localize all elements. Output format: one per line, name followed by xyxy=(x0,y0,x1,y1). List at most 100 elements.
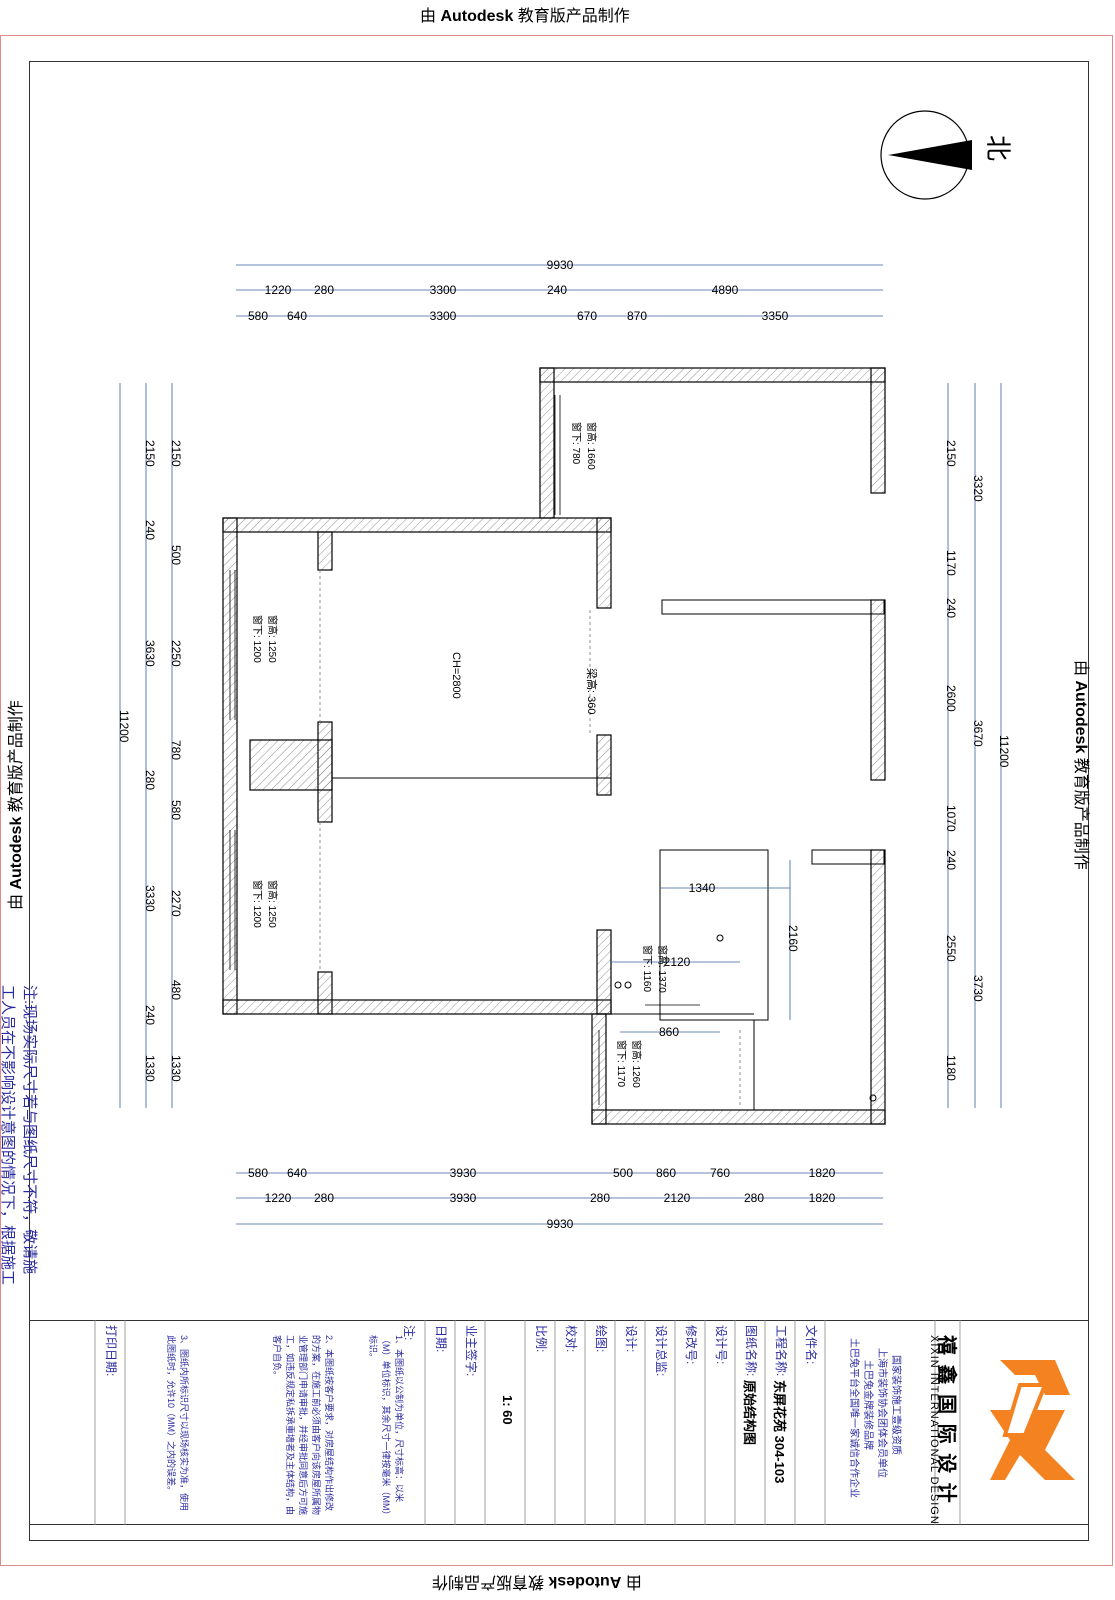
wall-north-right xyxy=(539,367,886,383)
project-label: 工程名称: xyxy=(774,1325,788,1377)
revision-label: 修改号: xyxy=(684,1325,698,1365)
window-sill-label: 窗下: 1200 xyxy=(251,880,262,928)
wall-south-right xyxy=(591,1109,886,1125)
dim-top-r3: 3350 xyxy=(762,309,789,323)
designer-no-label: 设计号: xyxy=(714,1325,728,1365)
drawing-name-value: 原始结构图 xyxy=(742,1380,757,1446)
window-height-label: 窗高: 1660 xyxy=(585,422,596,470)
title-block xyxy=(29,1320,1089,1525)
dim-left-outer: 240 xyxy=(143,1005,157,1026)
dim-left-inner: 2270 xyxy=(169,890,183,917)
watermark-top: 由 Autodesk 教育版产品制作 xyxy=(420,8,630,25)
project-value: 东屏花苑 304-103 xyxy=(772,1380,787,1484)
window-height-label: 窗高: 1250 xyxy=(266,615,277,663)
dim-right-inner: 2550 xyxy=(944,935,958,962)
drain-icon xyxy=(716,934,724,942)
window-height-label: 窗高: 1370 xyxy=(656,945,667,993)
dim-top-r3: 640 xyxy=(287,309,307,323)
window-height-label: 窗高: 1250 xyxy=(266,880,277,928)
dim-bottom-r1: 3930 xyxy=(450,1166,477,1180)
design-lead-label: 设计总监: xyxy=(654,1325,668,1377)
dim-bottom-r2: 280 xyxy=(744,1191,764,1205)
north-compass xyxy=(880,110,972,200)
dim-bottom-r1: 580 xyxy=(248,1166,268,1180)
drain-icon xyxy=(869,1094,877,1102)
dim-top-r3: 870 xyxy=(627,309,647,323)
dim-top-r3: 3300 xyxy=(430,309,457,323)
compass-arrow-icon xyxy=(888,140,972,155)
assoc-line: 土巴兔金牌装修品牌 xyxy=(862,1360,873,1450)
dim-top-r2: 240 xyxy=(547,283,567,297)
dim-left-inner: 480 xyxy=(169,980,183,1001)
company-name-en: XIXIN INTERNATIONAL DESIGN xyxy=(928,1335,940,1525)
tb-note-1: 1、本图纸以公制为单位，尺寸标高：以米（M）单位标识，其余尺寸一律按毫米（MM）… xyxy=(368,1335,404,1515)
dim-left-outer: 2150 xyxy=(143,440,157,467)
dim-1340: 1340 xyxy=(689,881,716,895)
dim-2120: 2120 xyxy=(664,955,691,969)
window-sill-label: 窗下: 1160 xyxy=(641,945,652,993)
dim-right-outer: 3670 xyxy=(971,720,985,747)
ceiling-height-label: CH=2800 xyxy=(450,652,462,699)
dim-bottom-r1: 860 xyxy=(656,1166,676,1180)
wall-east-lower xyxy=(870,849,886,1125)
dim-right-inner: 1070 xyxy=(944,805,958,832)
window-height-label: 窗高: 1260 xyxy=(630,1040,641,1088)
sheet-inner-border xyxy=(29,61,1089,1541)
dim-left-outer: 3630 xyxy=(143,640,157,667)
wall-inner-c xyxy=(317,531,333,571)
assoc-line: 国家装饰施工壹级资质 xyxy=(890,1355,901,1455)
wall-east-top xyxy=(870,367,886,494)
window-sill-label: 窗下: 1170 xyxy=(615,1040,626,1088)
window-sill-label: 窗下: 1200 xyxy=(251,615,262,663)
wall-inner-f xyxy=(596,929,612,1015)
sheet-outer-border xyxy=(0,35,1113,1566)
beam-height-label: 梁高: 360 xyxy=(585,668,597,715)
dim-top-r3: 580 xyxy=(248,309,268,323)
wall-bay xyxy=(249,739,333,791)
dim-bottom-overall: 9930 xyxy=(547,1217,574,1231)
dim-left-inner: 500 xyxy=(169,545,183,566)
dim-bottom-r2: 2120 xyxy=(664,1191,691,1205)
dim-bottom-r2: 280 xyxy=(590,1191,610,1205)
dim-left-outer: 1330 xyxy=(143,1055,157,1082)
site-note: 注:现场实际尺寸若与图纸尺寸不符，敬请施工人员在不影响设计意图的情况下，根据施工… xyxy=(0,985,38,1286)
compass-arrow-lower xyxy=(888,155,972,170)
dim-top-overall: 9930 xyxy=(547,258,574,272)
dim-top-r2: 3300 xyxy=(430,283,457,297)
dim-bottom-r1: 500 xyxy=(613,1166,633,1180)
scale-value: 1: 60 xyxy=(500,1395,515,1425)
dim-right-outer: 3320 xyxy=(971,475,985,502)
dim-860: 860 xyxy=(659,1025,679,1039)
wall-east-mid xyxy=(870,599,886,781)
dim-left-outer: 3330 xyxy=(143,885,157,912)
dim-left-inner: 2150 xyxy=(169,440,183,467)
dim-bottom-r1: 640 xyxy=(287,1166,307,1180)
dim-left-overall: 11200 xyxy=(117,710,131,743)
dim-right-inner: 240 xyxy=(944,598,958,619)
dim-right-inner: 2600 xyxy=(944,685,958,712)
drawing-name-label: 图纸名称: xyxy=(744,1325,758,1377)
dim-bottom-r2: 3930 xyxy=(450,1191,477,1205)
dim-top-r2: 1220 xyxy=(265,283,292,297)
dim-left-outer: 240 xyxy=(143,520,157,541)
checker-label: 校对: xyxy=(564,1325,578,1353)
drafter-label: 绘图: xyxy=(594,1325,608,1353)
dim-right-inner: 1170 xyxy=(944,550,958,576)
kitchen-wall xyxy=(659,849,769,1021)
dim-right-overall: 11200 xyxy=(997,735,1011,768)
file-name-label: 文件名: xyxy=(804,1325,818,1365)
wall-inner-a xyxy=(596,517,612,609)
dim-bottom-r2: 1220 xyxy=(265,1191,292,1205)
dim-right-inner: 1180 xyxy=(944,1055,958,1081)
tb-note-2: 2、本图纸按客户要求，对房屋结构作出修改的方案，在施工前必须由客户向该房屋所属物… xyxy=(272,1335,334,1516)
dim-left-inner: 2250 xyxy=(169,640,183,667)
dim-left-inner: 580 xyxy=(169,800,183,821)
designer-label: 设计: xyxy=(624,1325,638,1353)
wall-nw-upper xyxy=(539,367,555,519)
dim-top-r3: 670 xyxy=(577,309,597,323)
dim-right-inner: 240 xyxy=(944,850,958,871)
dim-bottom-r2: 1820 xyxy=(809,1191,836,1205)
dim-right-inner: 2150 xyxy=(944,440,958,467)
assoc-line: 上海市装饰协会团体会员单位 xyxy=(876,1348,887,1478)
